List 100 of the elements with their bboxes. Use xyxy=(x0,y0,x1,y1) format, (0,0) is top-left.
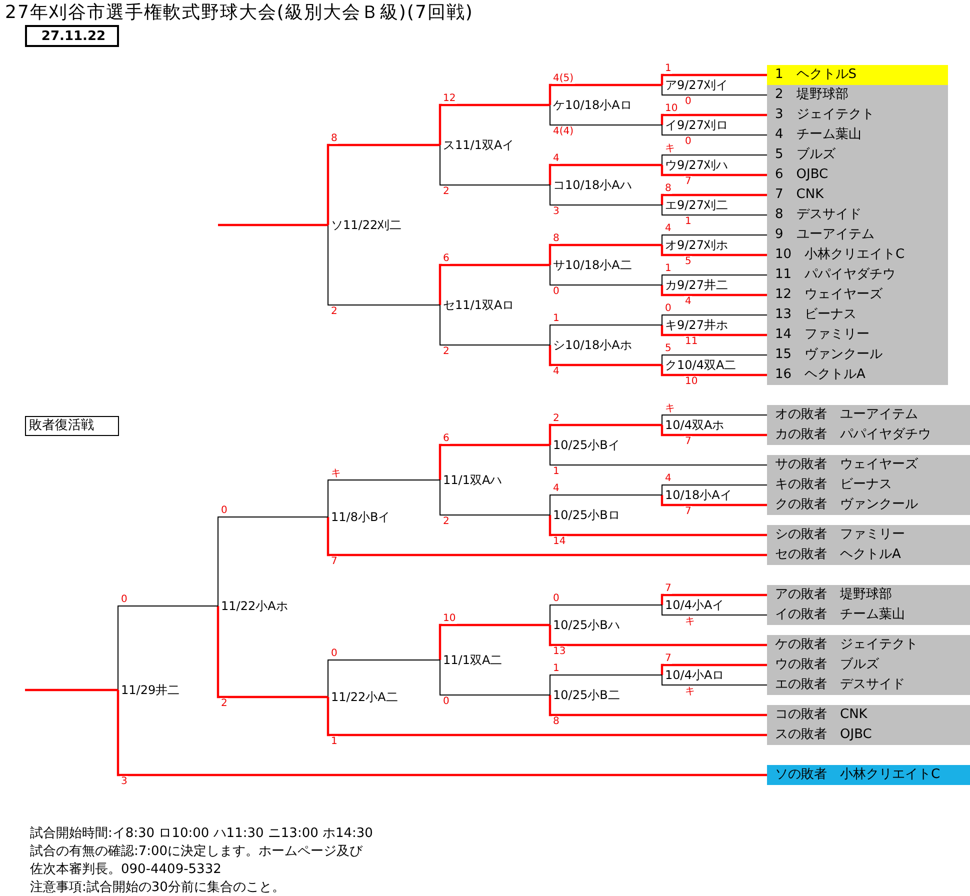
score-label: 1 xyxy=(552,663,560,674)
bracket-line xyxy=(218,516,328,606)
score-label: 1 xyxy=(552,466,560,477)
bracket-line xyxy=(662,604,768,616)
score-label: 7 xyxy=(664,583,672,594)
team-box: 14 ファミリー xyxy=(767,325,948,345)
score-label: 5 xyxy=(684,256,692,267)
bracket-line xyxy=(662,124,768,136)
score-label: 0 xyxy=(552,593,560,604)
bracket-line xyxy=(662,274,768,286)
score-label: 1 xyxy=(330,736,338,747)
match-label: 11/1双A二 xyxy=(440,650,502,670)
score-label: 4(4) xyxy=(552,126,575,137)
team-box: コの敗者 CNK xyxy=(767,705,970,725)
score-label: キ xyxy=(684,686,696,697)
team-box: カの敗者 パパイヤダチウ xyxy=(767,425,970,445)
match-label: 10/4小Aロ xyxy=(662,665,724,685)
match-label: ソ11/22刈二 xyxy=(328,215,402,235)
bracket-line xyxy=(438,444,550,480)
bracket-line xyxy=(660,114,767,125)
score-label: 0 xyxy=(684,136,692,147)
bracket-line xyxy=(662,674,768,686)
team-box: ケの敗者 ジェイテクト xyxy=(767,635,970,655)
score-label: 7 xyxy=(684,176,692,187)
bracket-line xyxy=(660,245,767,256)
bracket-line xyxy=(662,414,768,426)
note-text: 佐次本審判長。090-4409-5332 xyxy=(30,862,222,878)
team-box: アの敗者 堤野球部 xyxy=(767,585,970,605)
bracket-line xyxy=(550,264,662,286)
score-label: 4 xyxy=(664,223,672,234)
team-box: ソの敗者 小林クリエイトC xyxy=(767,765,970,785)
bracket-line xyxy=(548,244,662,265)
bracket-line xyxy=(438,264,550,305)
score-label: 2 xyxy=(220,698,228,709)
score-label: 4 xyxy=(552,483,560,494)
team-box: エの敗者 デスサイド xyxy=(767,675,970,695)
bracket-line xyxy=(326,144,440,225)
score-label: 1 xyxy=(684,216,692,227)
score-label: 8 xyxy=(664,183,672,194)
team-box: 13 ビーナス xyxy=(767,305,948,325)
score-label: 1 xyxy=(552,313,560,324)
bracket-line xyxy=(548,695,767,716)
bracket-line xyxy=(662,234,768,246)
match-label: 11/29井二 xyxy=(118,680,180,700)
match-label: 10/25小Bイ xyxy=(550,435,620,455)
score-label: 6 xyxy=(442,253,450,264)
team-box: 7 CNK xyxy=(767,185,948,205)
bracket-line xyxy=(328,480,440,518)
match-label: ケ10/18小Aロ xyxy=(550,95,632,115)
bracket-line xyxy=(216,606,328,698)
match-label: セ11/1双Aロ xyxy=(440,295,514,315)
match-label: 10/25小B二 xyxy=(550,685,620,705)
team-box: 15 ヴァンクール xyxy=(767,345,948,365)
score-label: 10 xyxy=(684,376,699,387)
date-box: 27.11.22 xyxy=(25,25,119,47)
bracket-line xyxy=(550,324,662,346)
score-label: 2 xyxy=(442,346,450,357)
score-label: 12 xyxy=(442,93,457,104)
team-box: 1 ヘクトルS xyxy=(767,65,948,85)
bracket-line xyxy=(218,224,328,226)
match-label: ウ9/27刈ハ xyxy=(662,155,728,175)
match-label: ス11/1双Aイ xyxy=(440,135,514,155)
score-label: 7 xyxy=(330,556,338,567)
score-label: 0 xyxy=(664,303,672,314)
bracket-line xyxy=(548,424,662,445)
match-label: キ9/27井ホ xyxy=(662,315,728,335)
score-label: 4 xyxy=(664,473,672,484)
bracket-line xyxy=(660,285,767,296)
score-label: キ xyxy=(330,468,342,479)
score-label: 0 xyxy=(552,286,560,297)
score-label: 3 xyxy=(552,206,560,217)
bracket-line xyxy=(440,144,550,186)
bracket-line xyxy=(660,365,767,376)
match-label: ク10/4双A二 xyxy=(662,355,736,375)
match-label: カ9/27井二 xyxy=(662,275,728,295)
team-box: 16 ヘクトルA xyxy=(767,365,948,385)
score-label: 4 xyxy=(552,366,560,377)
bracket-line xyxy=(438,104,550,145)
bracket-line xyxy=(550,674,662,696)
bracket-line xyxy=(440,304,550,346)
team-box: 5 ブルズ xyxy=(767,145,948,165)
team-box: 10 小林クリエイトC xyxy=(767,245,948,265)
score-label: 1 xyxy=(664,263,672,274)
note-text: 試合開始時間:イ8:30 ロ10:00 ハ11:30 ニ13:00 ホ14:30 xyxy=(30,826,373,842)
team-box: イの敗者 チーム葉山 xyxy=(767,605,970,625)
score-label: 1 xyxy=(664,63,672,74)
note-text: 試合の有無の確認:7:00に決定します。ホームページ及び xyxy=(30,844,363,860)
bracket-line xyxy=(328,660,440,698)
score-label: 2 xyxy=(442,186,450,197)
bracket-line xyxy=(326,697,767,736)
score-label: 10 xyxy=(442,613,457,624)
bracket-line xyxy=(660,664,767,675)
bracket-line xyxy=(550,184,662,206)
bracket-line xyxy=(548,515,767,536)
match-label: 10/18小Aイ xyxy=(662,485,732,505)
score-label: 4 xyxy=(552,153,560,164)
team-box: サの敗者 ウェイヤーズ xyxy=(767,455,970,475)
team-box: 9 ユーアイテム xyxy=(767,225,948,245)
bracket-line xyxy=(660,194,767,205)
team-box: キの敗者 ビーナス xyxy=(767,475,970,495)
